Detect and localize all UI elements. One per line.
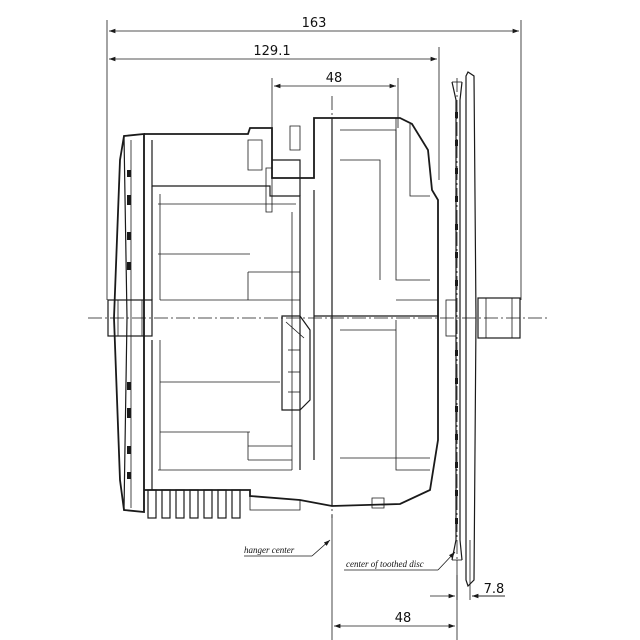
spider-plate [465,71,477,588]
note-hanger-center-label: hanger center [244,545,295,555]
dimension-disc-offset-label: 7.8 [484,582,505,597]
motor-housing [143,117,439,512]
note-toothed-disc-center: center of toothed disc [344,551,456,571]
motor-shaft-left [107,299,153,337]
note-hanger-center: hanger center [244,539,331,557]
motor-end-cap [113,133,145,513]
dimension-body-length-label: 129.1 [253,44,290,59]
dimension-upper-width-label: 48 [326,71,343,86]
dimension-overall-length: 163 [106,16,522,300]
dimension-disc-offset: 7.8 [430,540,505,600]
note-toothed-disc-center-label: center of toothed disc [346,559,424,569]
dimension-body-length: 129.1 [109,44,440,180]
cooling-fins [147,489,301,519]
dimension-upper-width: 48 [271,71,399,150]
dimension-lower-width-label: 48 [395,611,412,626]
dimension-lower-width: 48 [331,515,458,640]
dimension-overall-length-label: 163 [302,16,327,31]
output-shaft [445,297,521,339]
